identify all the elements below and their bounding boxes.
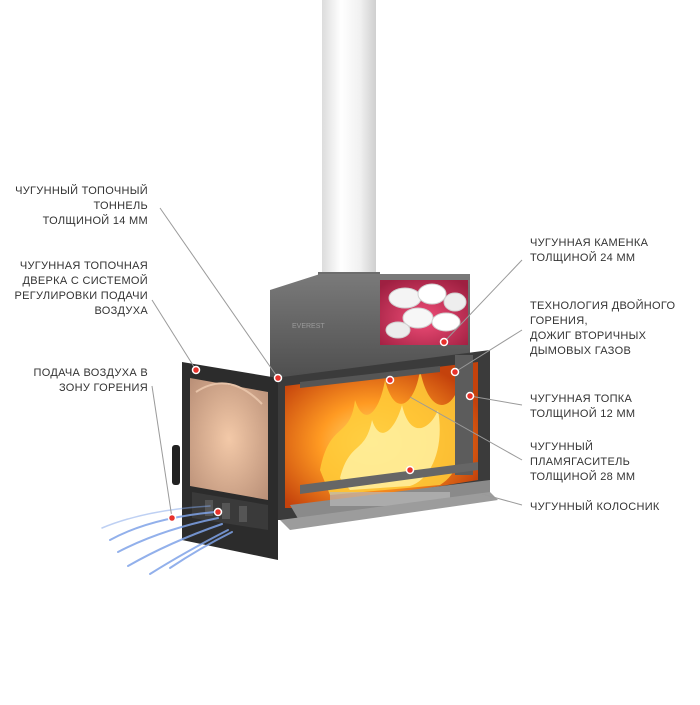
callout-line: ГОРЕНИЯ, (530, 315, 588, 327)
air-supply-streams (101, 505, 233, 575)
callout-line: ЧУГУННЫЙ (530, 441, 594, 453)
callout-line: ДЫМОВЫХ ГАЗОВ (530, 345, 632, 357)
callout-firebox: ЧУГУННАЯ ТОПКА ТОЛЩИНОЙ 12 ММ (530, 392, 698, 422)
callout-double-burn: ТЕХНОЛОГИЯ ДВОЙНОГО ГОРЕНИЯ, ДОЖИГ ВТОРИ… (530, 299, 698, 359)
callout-marker (273, 373, 283, 383)
callout-marker (191, 365, 201, 375)
callout-grate: ЧУГУННЫЙ КОЛОСНИК (530, 500, 698, 515)
callout-line: ЧУГУННЫЙ ТОПОЧНЫЙ (15, 185, 148, 197)
chimney-pipe (318, 0, 380, 294)
callout-marker (405, 465, 415, 475)
callout-line: ЧУГУННАЯ ТОПОЧНАЯ (19, 260, 148, 272)
firebox-body (275, 350, 498, 530)
stone-box: EVEREST (270, 274, 470, 380)
callout-flame-arrester: ЧУГУННЫЙ ПЛАМЯГАСИТЕЛЬ ТОЛЩИНОЙ 28 ММ (530, 440, 698, 485)
leader-stone-box (443, 259, 523, 343)
callout-line: ЧУГУННАЯ ТОПКА (530, 393, 633, 405)
leader-air-supply (151, 385, 173, 519)
leader-double-burn (454, 329, 523, 373)
callout-marker (213, 507, 223, 517)
leader-grate (481, 493, 523, 506)
callout-marker (439, 337, 449, 347)
callout-line: ЧУГУННЫЙ КОЛОСНИК (530, 501, 660, 513)
callout-line: ТОЛЩИНОЙ 28 ММ (530, 471, 636, 483)
callout-line: ВОЗДУХА (94, 305, 148, 317)
callout-line: ТОЛЩИНОЙ 14 ММ (42, 215, 148, 227)
callout-line: ПОДАЧА ВОЗДУХА В (33, 367, 148, 379)
callout-stone-box: ЧУГУННАЯ КАМЕНКА ТОЛЩИНОЙ 24 ММ (530, 236, 698, 266)
callout-marker (450, 367, 460, 377)
callout-line: ДВЕРКА С СИСТЕМОЙ (22, 275, 148, 287)
leader-door (151, 299, 197, 371)
callout-line: ТОННЕЛЬ (93, 200, 148, 212)
callout-line: ЧУГУННАЯ КАМЕНКА (530, 237, 649, 249)
callout-line: ЗОНУ ГОРЕНИЯ (58, 382, 148, 394)
leader-firebox (469, 395, 523, 406)
callout-door: ЧУГУННАЯ ТОПОЧНАЯ ДВЕРКА С СИСТЕМОЙ РЕГУ… (0, 259, 148, 319)
callout-line: ТОЛЩИНОЙ 24 ММ (530, 252, 636, 264)
callout-air-supply: ПОДАЧА ВОЗДУХА В ЗОНУ ГОРЕНИЯ (0, 366, 148, 396)
leader-tunnel (159, 207, 279, 379)
callout-line: РЕГУЛИРОВКИ ПОДАЧИ (14, 290, 148, 302)
callout-marker (465, 391, 475, 401)
callout-line: ТЕХНОЛОГИЯ ДВОЙНОГО (530, 300, 676, 312)
brand-logo: EVEREST (292, 323, 325, 330)
callout-marker (385, 375, 395, 385)
callout-line: ТОЛЩИНОЙ 12 ММ (530, 408, 636, 420)
callout-tunnel: ЧУГУННЫЙ ТОПОЧНЫЙ ТОННЕЛЬ ТОЛЩИНОЙ 14 ММ (0, 184, 148, 229)
callout-marker (167, 513, 177, 523)
callout-line: ДОЖИГ ВТОРИЧНЫХ (530, 330, 647, 342)
callout-line: ПЛАМЯГАСИТЕЛЬ (530, 456, 631, 468)
fire-door (172, 362, 278, 560)
leader-flame-arrester (409, 396, 523, 461)
